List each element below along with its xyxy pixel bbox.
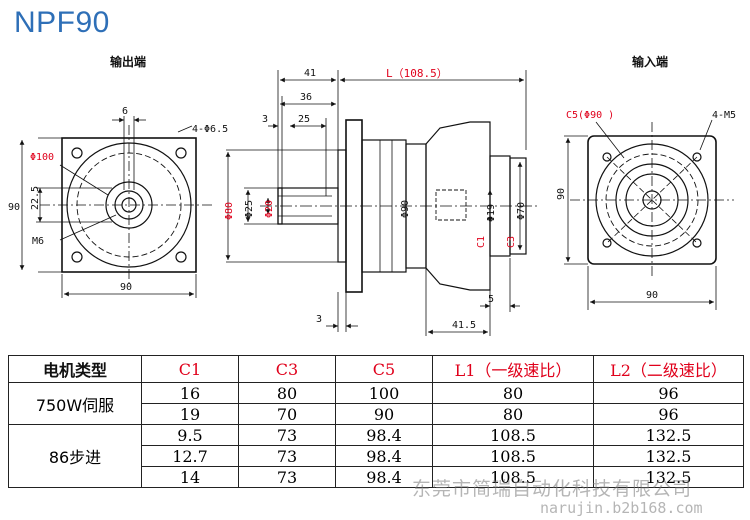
dim-bolt-circle: Φ100 (30, 152, 54, 163)
dim-3-bottom: 3 (316, 314, 322, 325)
product-title: NPF90 (14, 6, 110, 39)
dim-5: 5 (488, 294, 494, 305)
header-c5: C5 (335, 355, 433, 383)
table-cell: 16 (141, 382, 239, 404)
header-l2: L2（二级速比） (593, 355, 744, 383)
input-mount-hole (692, 238, 702, 248)
table-cell: 73 (238, 466, 336, 488)
header-c1: C1 (141, 355, 239, 383)
dim-25: 25 (298, 114, 310, 125)
table-cell: 19 (141, 403, 239, 425)
dim-input-holes: 4-M5 (712, 110, 736, 121)
input-end-view: 输入端 (564, 54, 734, 310)
table-row: 86步进 9.5 73 98.4 108.5 132.5 (8, 424, 744, 488)
input-mount-hole (602, 238, 612, 248)
header-l1: L1（一级速比） (432, 355, 594, 383)
dim-bolt-thread: M6 (32, 236, 44, 247)
table-cell: 132.5 (593, 466, 744, 488)
table-cell: 100 (335, 382, 433, 404)
motor-type-cell: 86步进 (8, 424, 142, 488)
output-end-view: 输出端 (19, 54, 215, 298)
mount-hole (71, 251, 83, 263)
technical-drawing: 输出端 6 4-Φ6.5 Φ100 (8, 54, 736, 336)
table-cell: 108.5 (432, 424, 594, 446)
mount-hole (175, 147, 187, 159)
dim-36: 36 (300, 92, 312, 103)
table-cell: 96 (593, 382, 744, 404)
table-cell: 9.5 (141, 424, 239, 446)
dim-mount-holes: 4-Φ6.5 (192, 124, 228, 135)
dim-flange-height: 90 (8, 202, 20, 213)
watermark-url: narujin.b2b168.com (540, 499, 703, 517)
dim-flange-width: 90 (120, 282, 132, 293)
dim-phi80: Φ80 (224, 202, 235, 220)
dim-length-L: L（108.5） (386, 67, 448, 80)
dim-phi90: Φ90 (400, 200, 411, 218)
watermark-company: 东莞市简瑞自动化科技有限公司 (412, 478, 693, 500)
table-cell: 14 (141, 466, 239, 488)
table-row: 14 73 98.4 108.5 132.5 (9, 466, 744, 488)
output-end-label: 输出端 (110, 54, 146, 69)
dim-phi19: Φ19 (486, 204, 497, 222)
table-cell: 98.4 (335, 466, 433, 488)
dim-phi20: Φ20 (264, 200, 275, 218)
motor-type-cell: 750W伺服 (8, 382, 142, 425)
dim-phi70: Φ70 (516, 202, 527, 220)
table-header-row: 电机类型 C1 C3 C5 L1（一级速比） L2（二级速比） (8, 355, 744, 383)
dim-input-height: 90 (556, 188, 567, 200)
dim-c5: C5(Φ90 ) (566, 110, 614, 121)
side-section-view (225, 70, 540, 336)
table-cell: 73 (238, 445, 336, 467)
output-dimension-texts: 6 4-Φ6.5 Φ100 90 22.5 M6 90 (8, 106, 228, 293)
table-cell: 98.4 (335, 424, 433, 446)
table-cell: 80 (238, 382, 336, 404)
table-row: 19 70 90 80 96 (9, 403, 744, 425)
table-cell: 132.5 (593, 424, 744, 446)
table-cell: 96 (593, 403, 744, 425)
mount-hole (175, 251, 187, 263)
table-cell: 80 (432, 382, 594, 404)
input-mount-hole (692, 152, 702, 162)
table-cell: 98.4 (335, 445, 433, 467)
header-motor-type: 电机类型 (8, 355, 142, 383)
input-mount-hole (602, 152, 612, 162)
dim-41-5: 41.5 (452, 320, 476, 331)
table-cell: 73 (238, 424, 336, 446)
side-dimension-texts: 41 L（108.5） 36 3 25 Φ80 Φ25 Φ20 Φ90 Φ19 … (224, 67, 527, 331)
header-c3: C3 (238, 355, 336, 383)
dim-key-width: 6 (122, 106, 128, 117)
spec-table: 电机类型 C1 C3 C5 L1（一级速比） L2（二级速比） 750W伺服 1… (8, 355, 744, 488)
input-dimension-texts: C5(Φ90 ) 4-M5 90 90 (556, 110, 736, 301)
dim-phi25: Φ25 (244, 200, 255, 218)
table-cell: 90 (335, 403, 433, 425)
table-cell: 12.7 (141, 445, 239, 467)
dim-key-offset: 22.5 (30, 186, 41, 210)
table-cell: 70 (238, 403, 336, 425)
mount-hole (71, 147, 83, 159)
dim-c3: C3 (506, 236, 517, 248)
dim-c1: C1 (476, 236, 487, 248)
input-end-label: 输入端 (632, 54, 668, 69)
table-cell: 132.5 (593, 445, 744, 467)
table-cell: 108.5 (432, 466, 594, 488)
table-row: 750W伺服 16 80 100 80 96 (8, 382, 744, 425)
table-cell: 80 (432, 403, 594, 425)
dim-input-width: 90 (646, 290, 658, 301)
table-cell: 108.5 (432, 445, 594, 467)
dim-41: 41 (304, 68, 316, 79)
dim-3-top: 3 (262, 114, 268, 125)
